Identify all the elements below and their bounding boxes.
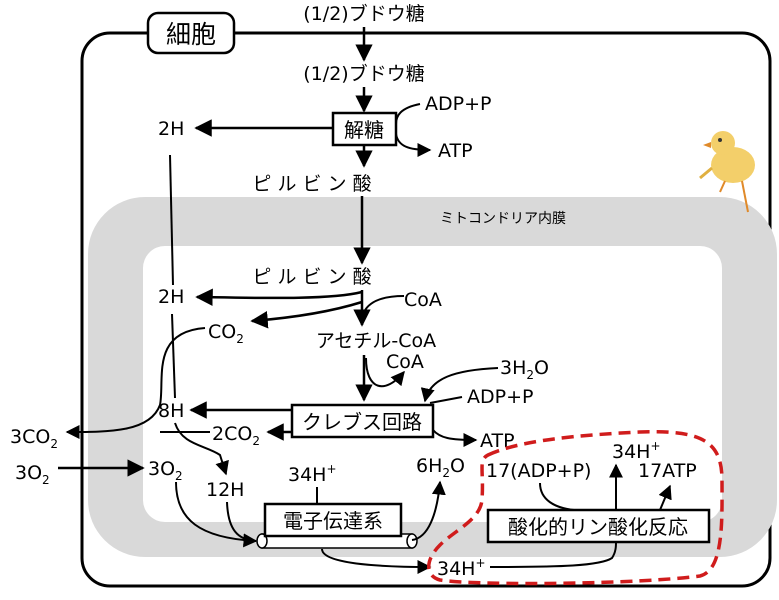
atp-krebs: ATP	[480, 430, 515, 452]
etc-box	[263, 502, 403, 538]
oxphos-label: 酸化的リン酸化反応	[508, 515, 688, 539]
etc-label: 電子伝達系	[283, 509, 383, 533]
twelve-h: 12H	[206, 479, 244, 501]
oxphos-region	[427, 430, 724, 586]
arrow-h2o-in	[420, 367, 499, 403]
two-h-top: 2H	[158, 118, 184, 140]
three-h2o: 3H2O	[500, 357, 549, 382]
arrow-atp-krebs	[432, 429, 478, 447]
arrow-17atp	[658, 484, 672, 511]
atp-top: ATP	[438, 140, 473, 162]
h34-top: 34H+	[288, 462, 337, 486]
atp17: 17ATP	[638, 460, 697, 482]
pyruvate-top: ピ ル ビ ン 酸	[252, 173, 371, 195]
eight-h: 8H	[158, 400, 184, 422]
glycolysis-label: 解糖	[344, 118, 384, 142]
three-o2-out: 3O2	[15, 462, 50, 487]
adp17: 17(ADP+P)	[486, 460, 591, 482]
coa-out: CoA	[386, 351, 424, 373]
arrow-2h-mid	[195, 288, 363, 306]
two-h-mid: 2H	[158, 286, 184, 308]
arrow-o2-to-etc	[175, 481, 258, 548]
arrow-coa-in	[363, 295, 405, 313]
line-2h-top-down	[169, 154, 174, 286]
krebs-box	[290, 403, 435, 439]
arrow-adp-in	[395, 103, 421, 125]
arrow-to-12h	[174, 422, 229, 476]
h34-bottom: 34H+	[437, 556, 486, 580]
adp-p-krebs: ADP+P	[467, 386, 533, 408]
two-co2: 2CO2	[212, 423, 260, 448]
six-h2o: 6H2O	[416, 455, 465, 480]
arrow-adp-krebs	[429, 396, 463, 404]
arrow-coa-release	[365, 357, 405, 388]
h34-right: 34H+	[612, 439, 661, 463]
krebs-label: クレブス回路	[302, 410, 422, 434]
adp-p-top: ADP+P	[425, 93, 491, 115]
cell-label-box	[146, 11, 236, 55]
membrane-label: ミトコンドリア内膜	[440, 211, 566, 227]
co2-mid: CO2	[208, 321, 244, 346]
arrow-co2-out	[250, 300, 363, 329]
cell-label: 細胞	[166, 20, 216, 49]
glucose-inside: (1/2)ブドウ糖	[303, 62, 424, 85]
coa-in: CoA	[404, 289, 442, 311]
chick-illustration	[699, 131, 755, 213]
arrow-to-6h2o	[411, 480, 446, 541]
arrow-co2-merge	[65, 327, 206, 439]
acetyl-coa: アセチル-CoA	[316, 330, 436, 352]
pyruvate-inside: ピ ル ビ ン 酸	[252, 266, 371, 288]
glucose-outside: (1/2)ブドウ糖	[303, 2, 424, 25]
line-2h-mid-down	[171, 313, 176, 399]
arrow-12h-to-etc	[226, 501, 257, 542]
three-o2-in: 3O2	[148, 458, 183, 483]
oxphos-box	[486, 508, 711, 544]
three-co2: 3CO2	[10, 426, 58, 451]
arrow-atp-out	[395, 133, 432, 157]
line-h34-to-oxphos	[489, 541, 617, 568]
arrow-h34-bottom	[321, 548, 432, 574]
